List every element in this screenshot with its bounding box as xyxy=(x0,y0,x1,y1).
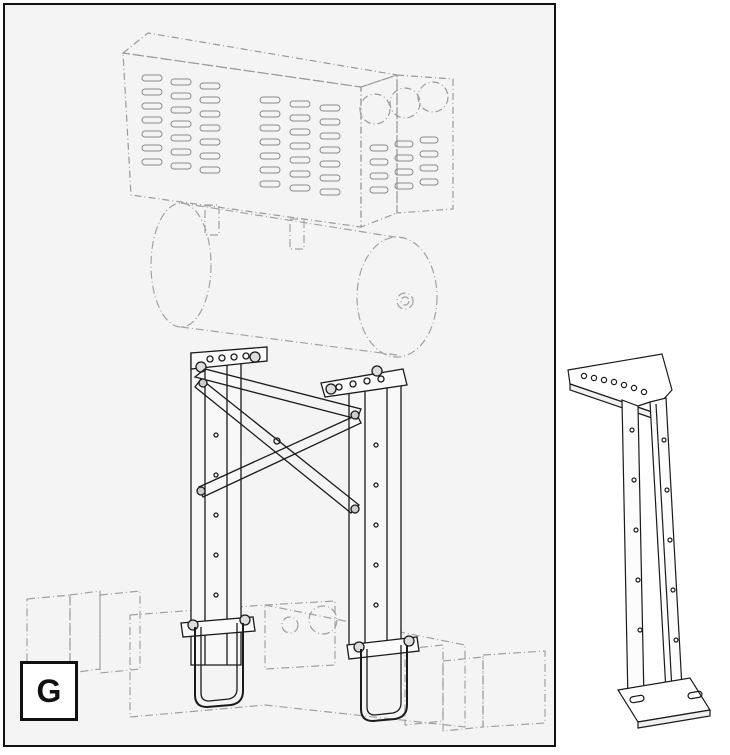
step-label: G xyxy=(20,661,78,721)
bracket-assembly xyxy=(180,346,420,723)
assembly-panel: G xyxy=(3,3,556,747)
assembly-drawing xyxy=(26,32,546,732)
bracket-detail-view xyxy=(560,350,730,750)
vent-slots xyxy=(141,74,439,196)
base-frame xyxy=(26,590,546,732)
air-tank xyxy=(150,202,438,358)
bracket-leg-detail-icon xyxy=(567,353,711,729)
electrical-box xyxy=(121,32,454,228)
